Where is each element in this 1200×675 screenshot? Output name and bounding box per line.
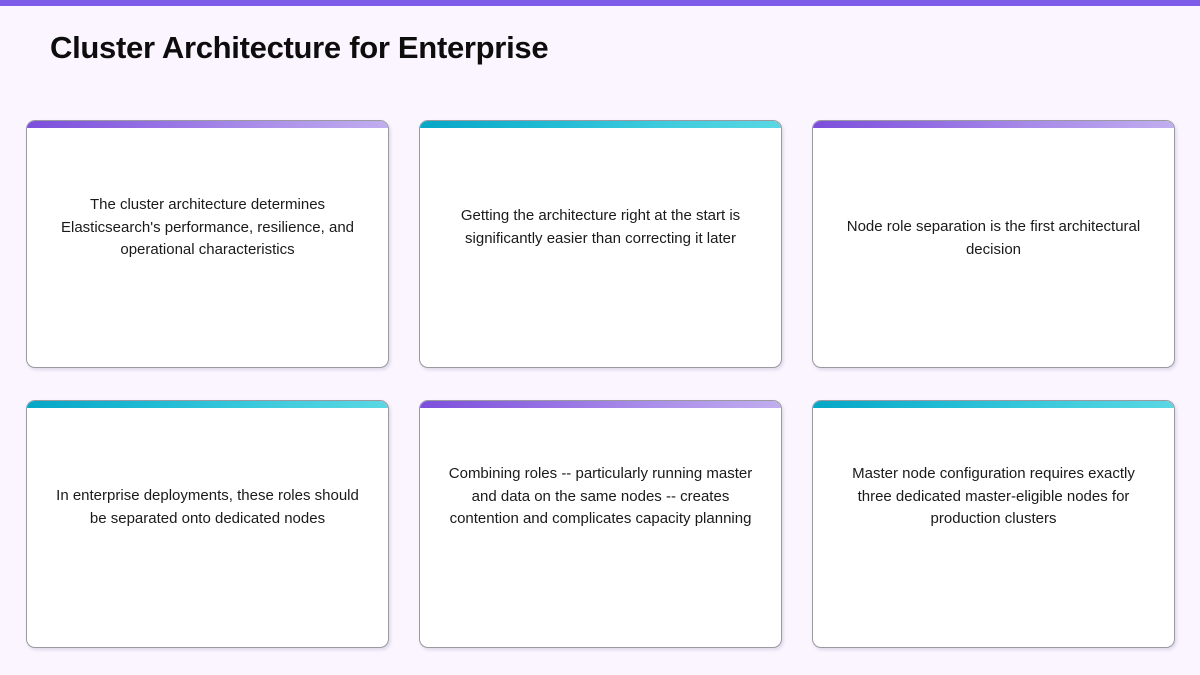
- card-text: Getting the architecture right at the st…: [460, 207, 741, 247]
- card-accent-bar: [420, 121, 781, 128]
- card-accent-bar: [420, 401, 781, 408]
- card-accent-bar: [813, 121, 1174, 128]
- card-5[interactable]: Combining roles -- particularly running …: [419, 400, 782, 648]
- card-2[interactable]: Getting the architecture right at the st…: [419, 120, 782, 368]
- card-4[interactable]: In enterprise deployments, these roles s…: [26, 400, 389, 648]
- card-text: In enterprise deployments, these roles s…: [56, 487, 359, 527]
- card-grid: The cluster architecture determines Elas…: [26, 120, 1175, 648]
- card-accent-bar: [27, 401, 388, 408]
- card-text: Master node configuration requires exact…: [852, 465, 1135, 527]
- card-1[interactable]: The cluster architecture determines Elas…: [26, 120, 389, 368]
- top-accent-bar: [0, 0, 1200, 6]
- card-accent-bar: [813, 401, 1174, 408]
- card-text: Combining roles -- particularly running …: [448, 465, 753, 527]
- card-text: Node role separation is the first archit…: [846, 218, 1141, 258]
- card-text: The cluster architecture determines Elas…: [61, 196, 354, 258]
- card-accent-bar: [27, 121, 388, 128]
- card-6[interactable]: Master node configuration requires exact…: [812, 400, 1175, 648]
- card-3[interactable]: Node role separation is the first archit…: [812, 120, 1175, 368]
- page-title: Cluster Architecture for Enterprise: [50, 30, 549, 65]
